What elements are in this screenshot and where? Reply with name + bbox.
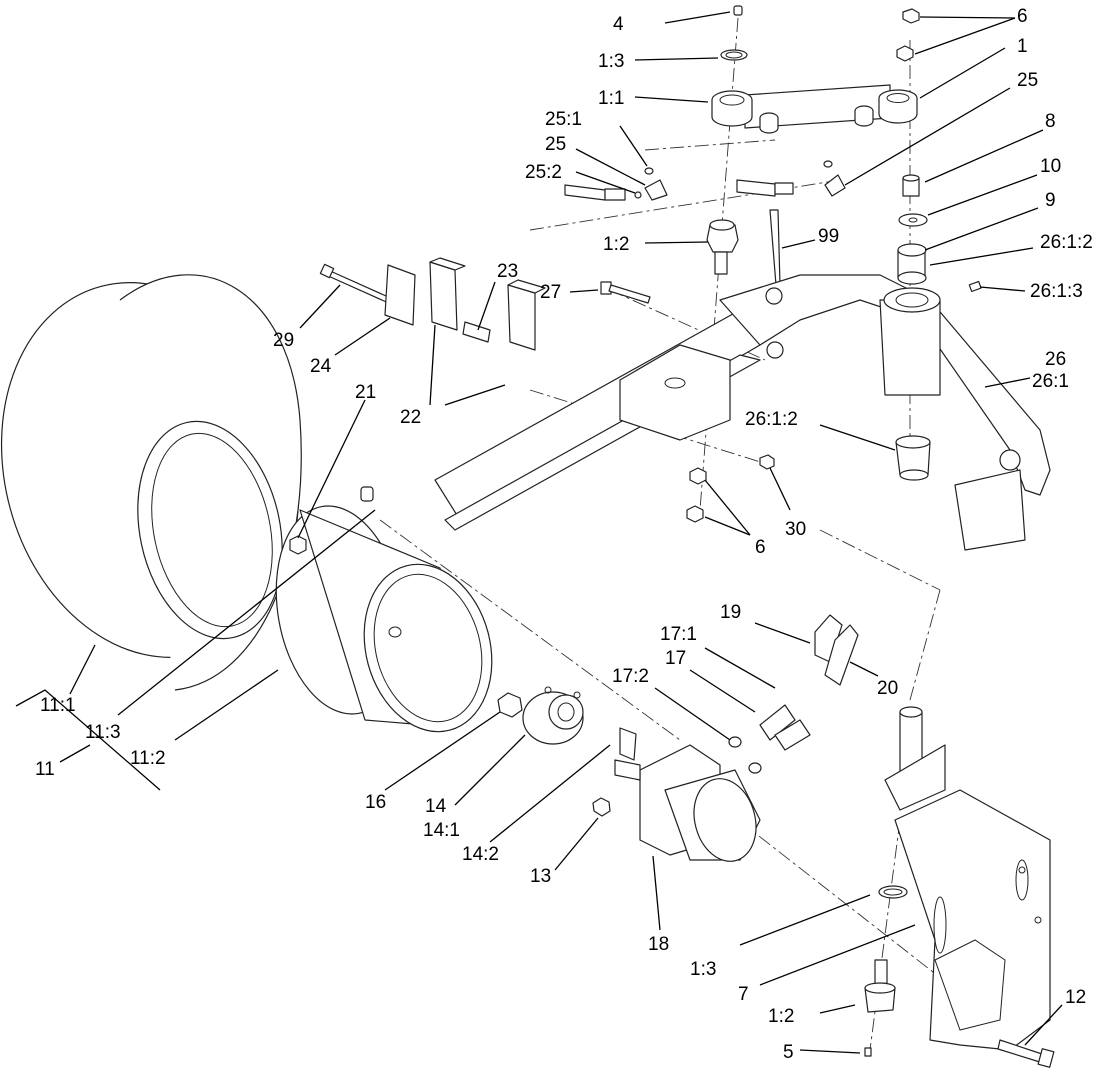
callout-11-1: 11:1 bbox=[40, 695, 76, 716]
callout-25-2: 25:2 bbox=[525, 162, 562, 183]
main-frame bbox=[434, 274, 1051, 551]
callout-14-1: 14:1 bbox=[423, 820, 460, 841]
callout-7: 7 bbox=[738, 984, 749, 1005]
callout-24: 24 bbox=[310, 356, 332, 377]
hose-clamp-assembly bbox=[319, 257, 546, 351]
wheel-hub bbox=[497, 686, 637, 761]
tire bbox=[0, 274, 302, 691]
steering-cylinder bbox=[711, 84, 918, 134]
nut-13 bbox=[592, 797, 611, 817]
callout-22: 22 bbox=[400, 407, 421, 428]
callout-9: 9 bbox=[1045, 190, 1056, 211]
upper-ball-joint bbox=[706, 219, 739, 275]
callout-11: 11 bbox=[35, 759, 55, 780]
callout-19: 19 bbox=[720, 602, 741, 623]
callout-6-upper: 6 bbox=[1017, 6, 1028, 27]
lug-nut-21 bbox=[289, 535, 307, 555]
hydraulic-motor bbox=[614, 744, 761, 862]
callout-17-2: 17:2 bbox=[612, 666, 649, 687]
callout-99: 99 bbox=[818, 226, 839, 247]
callout-26: 26 bbox=[1045, 349, 1066, 370]
callout-26-1-2-lower: 26:1:2 bbox=[745, 409, 798, 430]
callout-1-2-lower: 1:2 bbox=[768, 1006, 794, 1027]
callout-8: 8 bbox=[1045, 111, 1056, 132]
callout-14-2: 14:2 bbox=[462, 844, 499, 865]
callout-1-2-upper: 1:2 bbox=[603, 234, 629, 255]
callout-27: 27 bbox=[540, 282, 561, 303]
callout-1-1: 1:1 bbox=[598, 88, 624, 109]
callout-30: 30 bbox=[785, 519, 806, 540]
cable-tie bbox=[769, 209, 781, 286]
motor-hose-fittings bbox=[728, 614, 859, 774]
callout-25-1: 25:1 bbox=[545, 109, 582, 130]
callout-labels: 4 1:3 1:1 25:1 25 25:2 1:2 29 24 23 27 2… bbox=[35, 6, 1093, 1063]
callout-18: 18 bbox=[648, 934, 669, 955]
callout-11-3: 11:3 bbox=[85, 722, 121, 743]
callout-6-lower: 6 bbox=[755, 537, 766, 558]
callout-20: 20 bbox=[877, 678, 898, 699]
callout-11-2: 11:2 bbox=[130, 748, 166, 769]
callout-1-3-lower: 1:3 bbox=[690, 959, 716, 980]
callout-10: 10 bbox=[1040, 156, 1061, 177]
callout-26-1-2-upper: 26:1:2 bbox=[1040, 232, 1093, 253]
frame-hardware bbox=[686, 280, 982, 523]
pivot-bolt-stack bbox=[897, 174, 928, 285]
caster-fork bbox=[884, 706, 1051, 1051]
callout-4: 4 bbox=[613, 14, 624, 35]
lower-hardware bbox=[864, 885, 1055, 1068]
wheel-rim bbox=[275, 486, 493, 733]
callout-26-1: 26:1 bbox=[1032, 371, 1069, 392]
leader-lines bbox=[15, 11, 1063, 1054]
callout-14: 14 bbox=[425, 796, 447, 817]
callout-16: 16 bbox=[365, 792, 386, 813]
callout-29: 29 bbox=[273, 330, 294, 351]
callout-1-3-upper: 1:3 bbox=[598, 51, 624, 72]
hydraulic-fittings bbox=[564, 160, 846, 201]
callout-5: 5 bbox=[783, 1042, 794, 1063]
callout-23: 23 bbox=[497, 261, 518, 282]
callout-17-1: 17:1 bbox=[660, 624, 697, 645]
callout-25-right: 25 bbox=[1017, 70, 1038, 91]
callout-12: 12 bbox=[1065, 987, 1086, 1008]
callout-26-1-3: 26:1:3 bbox=[1030, 281, 1083, 302]
top-small-hardware bbox=[720, 5, 920, 62]
callout-17: 17 bbox=[665, 648, 686, 669]
callout-21: 21 bbox=[355, 382, 376, 403]
callout-13: 13 bbox=[530, 866, 551, 887]
callout-25-left: 25 bbox=[545, 134, 566, 155]
bolt-27 bbox=[600, 281, 651, 304]
callout-1: 1 bbox=[1017, 36, 1028, 57]
